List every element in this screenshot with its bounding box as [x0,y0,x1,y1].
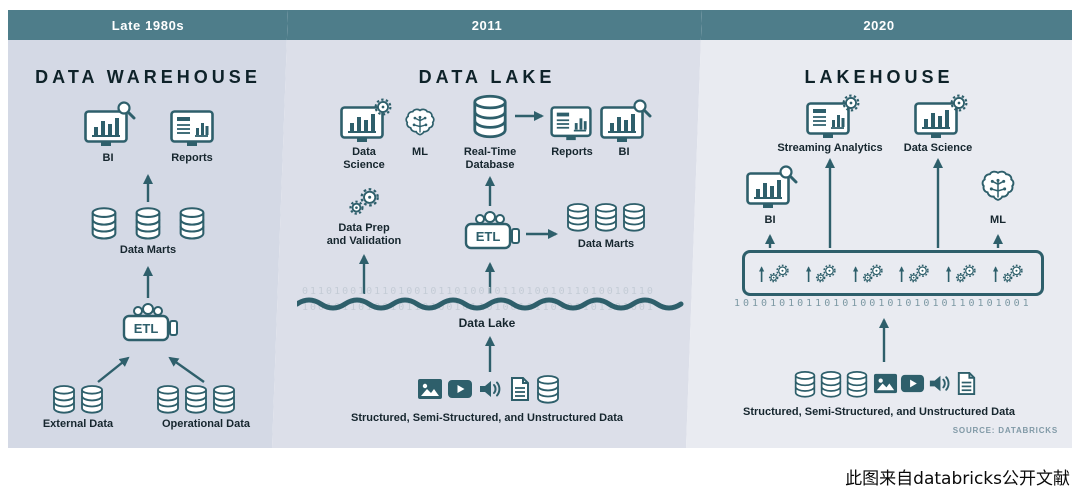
database-icon [819,370,843,398]
operational-data-label: Operational Data [161,418,251,430]
database-icon [183,384,209,414]
data-science-icon [914,98,964,140]
database-icon [79,384,105,414]
era-badge-2020: 2020 [686,10,1072,40]
gear-badge-icon [950,94,968,112]
bi-label: BI [102,152,114,164]
database-icon [621,202,647,232]
video-icon [900,371,925,396]
database-icon [51,384,77,414]
panel-title-data-warehouse: DATA WAREHOUSE [35,66,261,87]
document-icon [954,371,979,396]
bottom-sources-label: Structured, Semi-Structured, and Unstruc… [351,412,623,424]
reports-icon [550,106,592,142]
database-icon [89,206,119,240]
binary-row: 101010101101010010101010110101001 [734,298,1032,309]
database-icon [211,384,237,414]
reports-label: Reports [171,152,213,164]
gear-unit-icon [992,264,1023,283]
realtime-database-icon [471,92,509,140]
processing-layer-box [742,250,1044,296]
gear-unit-icon [945,264,976,283]
bi-icon [84,104,132,148]
video-icon [447,376,473,402]
database-icon [593,202,619,232]
gears-icon [345,186,383,218]
panel-lakehouse: 2020 LAKEHOUSE Streaming Analytics Data … [686,10,1072,448]
panel-title-data-lake: DATA LAKE [418,66,556,87]
ml-brain-icon [403,106,437,142]
era-badge-2011: 2011 [272,10,702,40]
gear-unit-icon [899,264,929,283]
bottom-sources-label: Structured, Semi-Structured, and Unstruc… [743,406,1015,418]
data-marts-label: Data Marts [577,238,635,250]
data-science-icon [340,102,388,144]
source-note: SOURCE: DATABRICKS [952,426,1058,435]
database-icon [155,384,181,414]
ml-label: ML [990,214,1006,226]
image-caption: 此图来自databricks公开文献 [845,469,1070,489]
database-icon [535,374,561,404]
gear-unit-icon [852,264,883,283]
streaming-analytics-label: Streaming Analytics [777,142,883,154]
reports-icon [170,110,214,148]
streaming-analytics-icon [806,98,856,140]
database-icon [177,206,207,240]
gear-unit-icon [759,264,789,283]
binary-row: 0110100101101001011010010110100101101001… [302,286,655,297]
database-icon [133,206,163,240]
data-marts-label: Data Marts [119,244,177,256]
etl-icon: ETL [458,210,522,258]
bi-icon [746,168,794,210]
image-icon [873,371,898,396]
era-badge-late-1980s: Late 1980s [8,10,288,40]
database-icon [845,370,869,398]
ml-label: ML [412,146,428,158]
panel-title-lakehouse: LAKEHOUSE [804,66,954,87]
audio-icon [477,376,503,402]
bi-icon [600,102,648,144]
bi-label: BI [764,214,776,226]
etl-label: ETL [476,229,501,244]
database-icon [565,202,591,232]
ml-brain-icon [979,168,1017,208]
database-icon [793,370,817,398]
data-science-label: Data Science [903,142,973,154]
document-icon [507,376,533,402]
etl-label: ETL [134,321,159,336]
etl-icon: ETL [116,302,180,350]
bi-label: BI [618,146,630,158]
magnifier-icon [778,164,798,184]
magnifier-icon [632,98,652,118]
lake-wave [297,297,684,311]
panel-data-warehouse: Late 1980s DATA WAREHOUSE BI Reports Dat… [8,10,288,448]
magnifier-icon [116,100,136,120]
gear-unit-icon [805,264,836,283]
gear-badge-icon [374,98,392,116]
image-icon [417,376,443,402]
audio-icon [927,371,952,396]
data-lake-label: Data Lake [458,316,516,330]
reports-label: Reports [551,146,593,158]
external-data-label: External Data [42,418,114,430]
gear-badge-icon [842,94,860,112]
